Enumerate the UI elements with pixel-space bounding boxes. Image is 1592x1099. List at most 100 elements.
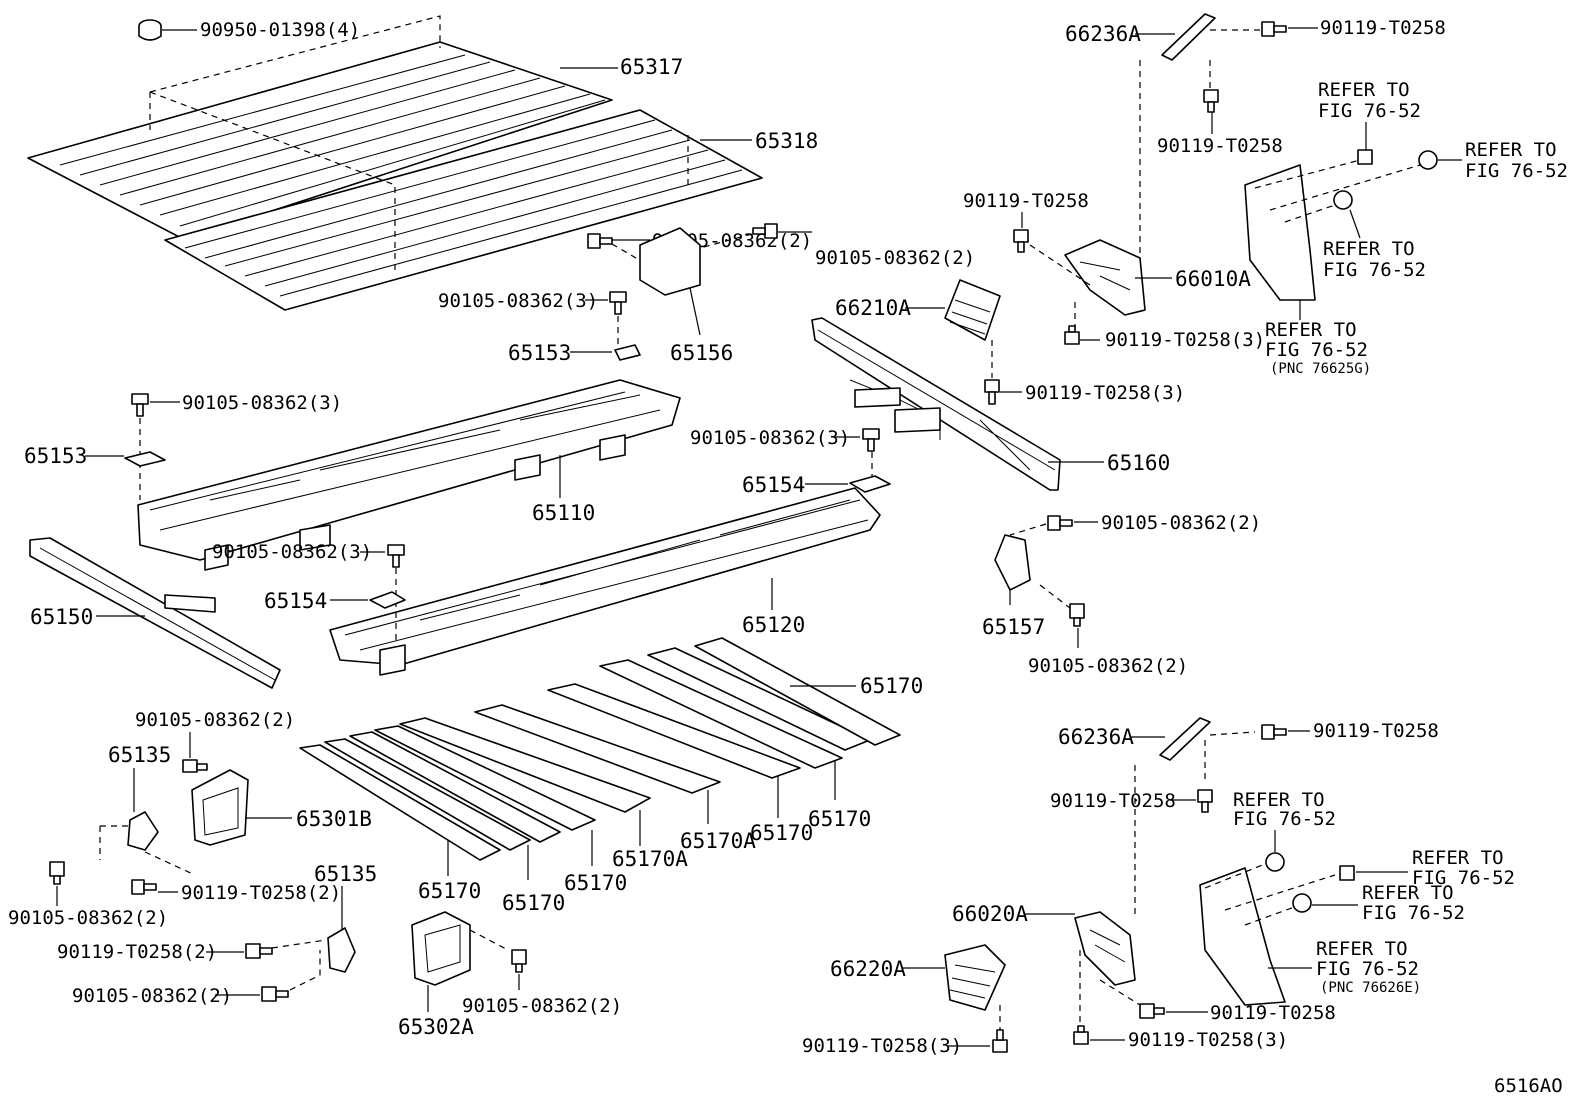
label-90105-3-right: 90105-08362(3) [690, 427, 850, 449]
strap-66236a-bottom [1159, 717, 1211, 761]
label-65170-d: 65170 [564, 871, 627, 895]
side-rail-65150 [29, 537, 281, 689]
bolt-icon [752, 223, 778, 239]
bolt-icon [1064, 325, 1080, 345]
label-90105-3-left: 90105-08362(3) [182, 392, 342, 414]
bolt-icon [131, 879, 157, 895]
label-65156: 65156 [670, 341, 733, 365]
nut-icon [1339, 865, 1355, 881]
label-65301b: 65301B [296, 807, 372, 831]
label-65170-f: 65170 [808, 807, 871, 831]
diagram-code: 6516AO [1494, 1075, 1563, 1097]
bolt-icon [1047, 515, 1073, 531]
dash-line [1139, 29, 1260, 260]
refer-8-c: (PNC 76626E) [1320, 980, 1421, 996]
panel-dash-lines [149, 15, 689, 270]
label-65170-a: 65170 [860, 674, 923, 698]
dash-line [1029, 244, 1091, 330]
refer-7-b: FIG 76-52 [1362, 902, 1465, 924]
bracket-65157 [994, 534, 1031, 591]
grommet-icon [138, 19, 162, 41]
refer-5-b: FIG 76-52 [1233, 808, 1336, 830]
label-90105-2-ll4: 90105-08362(2) [462, 995, 622, 1017]
crossmember-65120 [329, 487, 881, 676]
refer-3-a: REFER TO [1323, 238, 1415, 260]
refer-2-a: REFER TO [1465, 139, 1557, 161]
refer-3-b: FIG 76-52 [1323, 259, 1426, 281]
bolt-icon [1261, 21, 1287, 37]
label-65154-mid: 65154 [742, 473, 805, 497]
refer-1-a: REFER TO [1318, 79, 1410, 101]
bracket-66010a [1064, 239, 1146, 316]
label-90105-2-r1: 90105-08362(2) [1101, 512, 1261, 534]
label-65157: 65157 [982, 615, 1045, 639]
bolt-icon [387, 544, 405, 568]
refer-6-b: FIG 76-52 [1412, 867, 1515, 889]
label-90119-3-a: 90119-T0258(3) [1025, 382, 1185, 404]
label-65154-left: 65154 [264, 589, 327, 613]
label-66220a: 66220A [830, 957, 906, 981]
bolt-icon [131, 393, 149, 417]
bolt-icon [1073, 1025, 1089, 1045]
bolt-icon [992, 1029, 1008, 1053]
mud-guard-lower [1199, 867, 1286, 1006]
crossmember-65160 [811, 317, 1061, 491]
label-65170-c: 65170 [502, 891, 565, 915]
label-90119-3-d: 90119-T0258(3) [1128, 1029, 1288, 1051]
nut-icon [1265, 852, 1285, 872]
label-65302a: 65302A [398, 1015, 474, 1039]
bolt-icon [1197, 789, 1213, 813]
refer-4-a: REFER TO [1265, 319, 1357, 341]
label-65170-e: 65170 [750, 821, 813, 845]
dash-line [1204, 861, 1336, 926]
label-90950: 90950-01398(4) [200, 19, 360, 41]
label-90119-top-mid: 90119-T0258 [963, 190, 1089, 212]
label-65153-top: 65153 [508, 341, 571, 365]
label-90119-tr: 90119-T0258 [1320, 17, 1446, 39]
label-90105-2-ll1: 90105-08362(2) [135, 709, 295, 731]
dash-line [1079, 950, 1141, 1028]
nut-icon [1333, 190, 1353, 210]
bolt-icon [245, 943, 273, 959]
refer-7-a: REFER TO [1362, 882, 1454, 904]
label-90119-br3: 90119-T0258 [1210, 1002, 1336, 1024]
bolt-icon [182, 759, 208, 773]
label-90119-tr2: 90119-T0258 [1157, 135, 1283, 157]
bolt-icon [984, 379, 1000, 405]
label-65317: 65317 [620, 55, 683, 79]
gusset-65153-top [614, 344, 641, 361]
bracket-65156 [639, 227, 701, 296]
label-65318: 65318 [755, 129, 818, 153]
label-90119-3-b: 90119-T0258(3) [1105, 329, 1265, 351]
label-90119-br1: 90119-T0258 [1313, 720, 1439, 742]
label-65170a-b: 65170A [680, 829, 756, 853]
label-90105-2-top2: 90105-08362(2) [815, 247, 975, 269]
gusset-65154-mid [849, 475, 891, 493]
bracket-65135-a [127, 811, 159, 851]
label-90119-2-a: 90119-T0258(2) [181, 882, 341, 904]
bolt-icon [587, 233, 613, 249]
refer-6-a: REFER TO [1412, 847, 1504, 869]
refer-4-b: FIG 76-52 [1265, 339, 1368, 361]
gusset-65154-left [369, 591, 406, 609]
bolt-icon [609, 291, 627, 315]
floor-panel-65318 [164, 109, 763, 311]
label-66020a: 66020A [952, 902, 1028, 926]
nut-icon [1292, 893, 1312, 913]
crossmember-65110 [137, 379, 681, 571]
refer-8-b: FIG 76-52 [1316, 958, 1419, 980]
dash-line [1134, 731, 1256, 918]
bolt-icon [1261, 724, 1287, 740]
refer-2-b: FIG 76-52 [1465, 160, 1568, 182]
bolt-icon [1203, 89, 1219, 113]
bracket-65301b [191, 769, 249, 846]
refer-4-c: (PNC 76625G) [1270, 361, 1371, 377]
label-65110: 65110 [532, 501, 595, 525]
heat-shield-66210a [944, 279, 1001, 341]
bolt-icon [862, 428, 880, 452]
nut-icon [1357, 149, 1373, 165]
label-90119-3-c: 90119-T0258(3) [802, 1035, 962, 1057]
label-66236a-bottom: 66236A [1058, 725, 1134, 749]
label-65170-b: 65170 [418, 879, 481, 903]
dash-line [1254, 159, 1421, 223]
